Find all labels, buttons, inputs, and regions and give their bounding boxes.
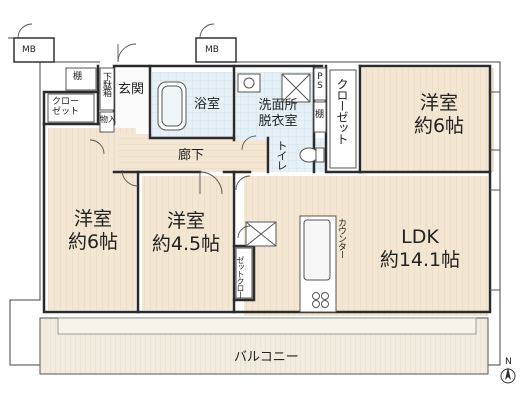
washroom-line1: 洗面所 bbox=[258, 98, 298, 113]
room-label-shelf-wash: 棚 bbox=[315, 110, 325, 120]
room-label-entrance: 玄関 bbox=[118, 82, 145, 97]
room-name: 洋室 bbox=[419, 92, 458, 114]
room-size: 約6帖 bbox=[67, 230, 119, 253]
room-label-closet-top: クローゼット bbox=[335, 78, 349, 144]
room-label-washroom: 洗面所 脱衣室 bbox=[248, 98, 308, 131]
room-label-shoe-box: 下駄箱 bbox=[101, 72, 111, 96]
room-label-closet-small: クロー ゼット bbox=[236, 256, 245, 298]
western-room-middle-floor bbox=[142, 176, 232, 310]
room-name: 洋室 bbox=[73, 208, 112, 230]
mb-right-label: MB bbox=[205, 45, 219, 55]
compass-label: N bbox=[505, 357, 512, 367]
room-name: 洋室 bbox=[166, 210, 205, 232]
western-room-right-floor bbox=[362, 68, 494, 172]
room-label-western-middle: 洋室 約4.5帖 bbox=[138, 210, 234, 256]
room-label-hallway: 廊下 bbox=[178, 148, 205, 163]
closet-small-line2: ゼット bbox=[236, 256, 245, 277]
closet-small-line1: クロー bbox=[236, 277, 245, 298]
room-label-western-right: 洋室 約6帖 bbox=[396, 92, 482, 138]
room-label-toilet: トイレ bbox=[275, 140, 288, 170]
room-label-western-left: 洋室 約6帖 bbox=[56, 208, 130, 254]
room-label-balcony: バルコニー bbox=[234, 350, 299, 365]
mb-left-label: MB bbox=[22, 45, 36, 55]
room-label-shelf-top: 棚 bbox=[73, 72, 83, 82]
room-label-bath: 浴室 bbox=[194, 97, 221, 112]
room-size: 約6帖 bbox=[413, 114, 465, 137]
room-label-ldk: LDK 約14.1帖 bbox=[368, 226, 472, 272]
ldk-floor bbox=[244, 176, 488, 316]
compass bbox=[500, 367, 516, 384]
room-size: 約4.5帖 bbox=[151, 232, 221, 255]
room-label-ps: PS bbox=[315, 72, 325, 90]
closet-left-line1: クロー bbox=[52, 97, 80, 107]
entrance-floor bbox=[116, 70, 150, 128]
room-size: 約14.1帖 bbox=[379, 248, 461, 271]
closet-left-line2: ゼット bbox=[52, 107, 80, 118]
room-label-storage: 物入 bbox=[100, 115, 116, 124]
washroom-line2: 脱衣室 bbox=[258, 114, 298, 130]
room-name: LDK bbox=[401, 226, 439, 248]
hallway-floor bbox=[118, 134, 268, 172]
room-label-counter: カウンター bbox=[336, 218, 346, 258]
room-label-closet-left: クロー ゼット bbox=[52, 97, 79, 118]
